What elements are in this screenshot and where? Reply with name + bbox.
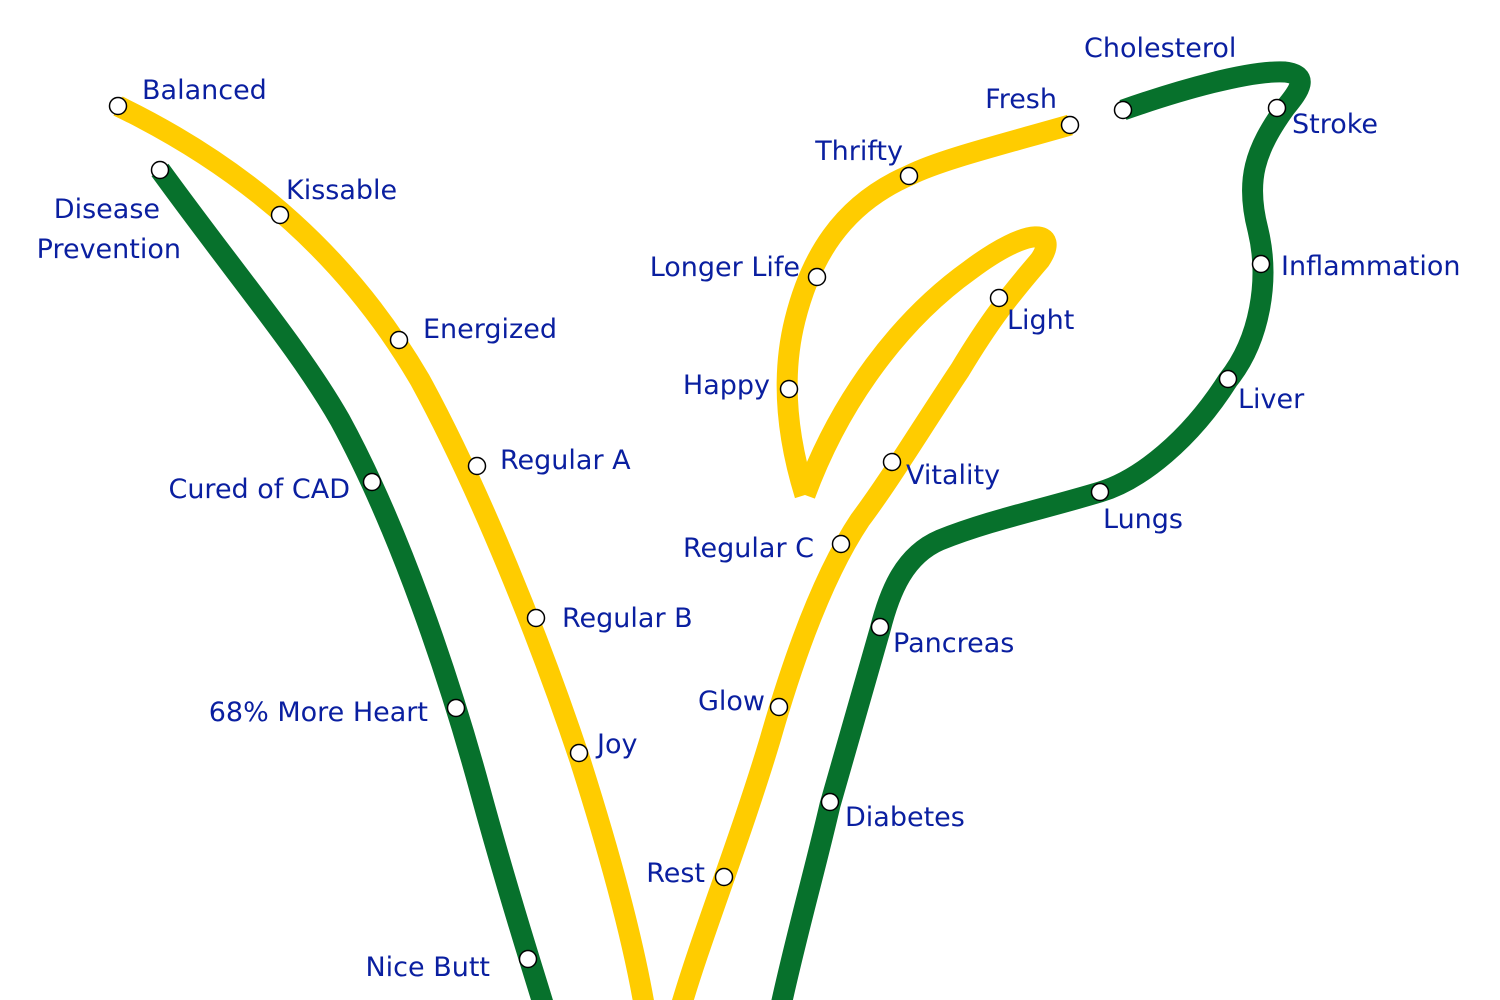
label-regular-c: Regular C: [683, 533, 814, 564]
station-pancreas[interactable]: [870, 617, 890, 637]
label-nice-butt: Nice Butt: [365, 952, 490, 983]
label-kissable: Kissable: [286, 175, 398, 206]
label-glow: Glow: [697, 686, 765, 717]
station-thrifty[interactable]: [899, 166, 919, 186]
station-diabetes[interactable]: [820, 792, 840, 812]
station-longer-life[interactable]: [807, 267, 827, 287]
label-balanced: Balanced: [142, 75, 267, 106]
label-stroke: Stroke: [1292, 109, 1379, 140]
station-energized[interactable]: [389, 330, 409, 350]
label-cured-of-cad: Cured of CAD: [168, 474, 350, 505]
yellow-left-line: [113, 96, 654, 1000]
green-right-line: [771, 61, 1311, 1000]
station-stroke[interactable]: [1267, 98, 1287, 118]
green-left-line: [151, 163, 553, 1000]
station-liver[interactable]: [1218, 369, 1238, 389]
station-cholesterol[interactable]: [1113, 100, 1133, 120]
station-68-more-heart[interactable]: [446, 698, 466, 718]
stations: [108, 96, 1287, 969]
station-regular-b[interactable]: [526, 608, 546, 628]
station-happy[interactable]: [779, 379, 799, 399]
station-fresh[interactable]: [1060, 115, 1080, 135]
station-glow[interactable]: [769, 697, 789, 717]
station-disease-prevention[interactable]: [150, 160, 170, 180]
station-light[interactable]: [989, 288, 1009, 308]
station-joy[interactable]: [569, 743, 589, 763]
label-prevention: Prevention: [36, 234, 181, 265]
label-light: Light: [1007, 305, 1075, 336]
label-joy: Joy: [597, 729, 638, 760]
yellow-right-loop-line: [671, 226, 1057, 1000]
station-rest[interactable]: [714, 867, 734, 887]
station-kissable[interactable]: [270, 205, 290, 225]
yellow-right-upper-line: [776, 114, 1073, 499]
label-diabetes: Diabetes: [845, 802, 965, 833]
label-energized: Energized: [423, 314, 557, 345]
label-68-more-heart: 68% More Heart: [208, 697, 428, 728]
station-inflammation[interactable]: [1251, 254, 1271, 274]
station-regular-c[interactable]: [831, 534, 851, 554]
station-vitality[interactable]: [882, 452, 902, 472]
label-longer-life: Longer Life: [649, 252, 800, 283]
label-liver: Liver: [1238, 384, 1305, 415]
label-pancreas: Pancreas: [893, 628, 1015, 659]
label-cholesterol: Cholesterol: [1084, 33, 1237, 64]
label-thrifty: Thrifty: [815, 136, 903, 167]
station-cured-of-cad[interactable]: [362, 472, 382, 492]
label-happy: Happy: [682, 370, 770, 401]
station-balanced[interactable]: [108, 96, 128, 116]
station-nice-butt[interactable]: [518, 949, 538, 969]
station-lungs[interactable]: [1090, 482, 1110, 502]
label-inflammation: Inflammation: [1281, 251, 1461, 282]
label-rest: Rest: [646, 858, 705, 889]
label-regular-b: Regular B: [562, 603, 693, 634]
label-vitality: Vitality: [906, 460, 1001, 491]
label-lungs: Lungs: [1103, 504, 1183, 535]
label-regular-a: Regular A: [500, 445, 631, 476]
station-regular-a[interactable]: [467, 456, 487, 476]
label-disease: Disease: [53, 194, 160, 225]
label-fresh: Fresh: [985, 84, 1057, 115]
